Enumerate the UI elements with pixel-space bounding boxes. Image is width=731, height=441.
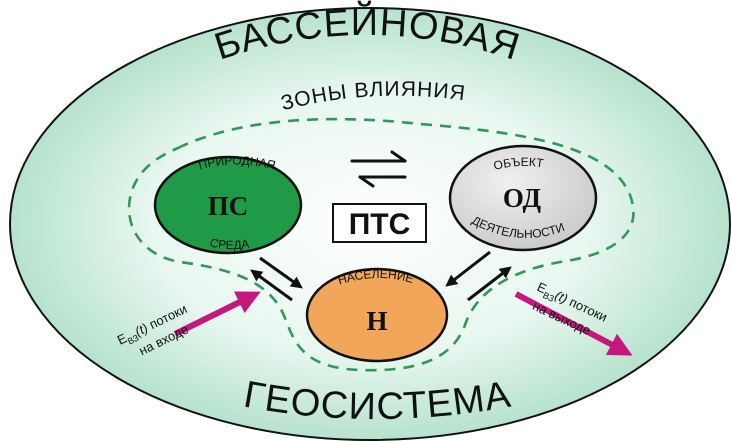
- nature-label-top: ПРИРОДНАЯ: [197, 153, 277, 172]
- activity-label-top: ОБЪЕКТ: [492, 155, 545, 173]
- nature-label-bottom: СРЕДА: [209, 235, 251, 252]
- pts-label: ПТС: [349, 208, 411, 241]
- population-abbr: Н: [366, 306, 387, 336]
- outflow-arrow: [514, 291, 633, 356]
- pts-box: ПТС: [332, 203, 427, 243]
- exchange-arrows-left: [250, 256, 303, 302]
- exchange-arrows-right: [445, 250, 512, 302]
- influence-zone-boundary: [127, 117, 635, 372]
- inflow-arrow: [173, 291, 261, 337]
- activity-node: ОБЪЕКТ ОД ДЕЯТЕЛЬНОСТИ: [448, 144, 598, 252]
- nature-node: ПРИРОДНАЯ ПС СРЕДА: [153, 153, 303, 255]
- exchange-arrows-top: [350, 150, 407, 188]
- population-node: НАСЕЛЕНИЕ Н: [305, 267, 449, 363]
- nature-abbr: ПС: [208, 191, 249, 221]
- activity-abbr: ОД: [503, 183, 542, 213]
